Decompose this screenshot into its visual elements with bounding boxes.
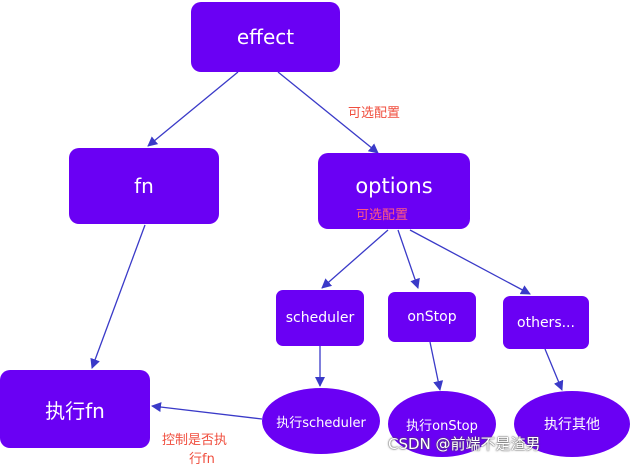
node-options-label: options: [355, 174, 433, 198]
label-control-line1: 控制是否执: [162, 433, 228, 448]
label-optional-inside: 可选配置: [356, 208, 409, 223]
node-onstop: onStop: [388, 292, 476, 342]
node-exec-other: 执行其他: [514, 391, 630, 457]
edge-exec-scheduler-fn: [151, 402, 263, 420]
node-exec-scheduler-label: 执行scheduler: [276, 415, 366, 431]
node-fn-label: fn: [134, 174, 154, 198]
node-others: others...: [503, 296, 589, 349]
edge-options-scheduler: [321, 229, 389, 289]
node-exec-onstop: 执行onStop: [388, 391, 496, 457]
edge-options-others: [409, 229, 531, 295]
edge-fn-exec: [90, 224, 146, 369]
node-fn: fn: [69, 148, 219, 224]
node-scheduler-label: scheduler: [285, 310, 355, 326]
node-others-label: others...: [517, 314, 575, 331]
node-exec-other-label: 执行其他: [544, 417, 600, 433]
edge-effect-fn: [147, 71, 239, 147]
edge-effect-options: [277, 71, 379, 154]
label-optional-edge: 可选配置: [348, 106, 401, 121]
edge-others-exec: [544, 348, 564, 391]
node-onstop-label: onStop: [407, 309, 457, 325]
edge-options-onstop: [397, 229, 420, 289]
node-exec-onstop-label: 执行onStop: [406, 418, 478, 434]
node-exec-fn: 执行fn: [0, 370, 150, 448]
node-effect-label: effect: [236, 25, 295, 49]
edge-onstop-exec: [429, 341, 444, 391]
node-exec-scheduler: 执行scheduler: [262, 388, 380, 454]
label-control-line2: 行fn: [189, 452, 215, 467]
node-scheduler: scheduler: [276, 290, 364, 346]
node-options: options: [318, 153, 470, 229]
node-exec-fn-label: 执行fn: [45, 398, 105, 423]
watermark: CSDN @前端不是渣男: [388, 435, 541, 453]
node-effect: effect: [191, 2, 340, 72]
